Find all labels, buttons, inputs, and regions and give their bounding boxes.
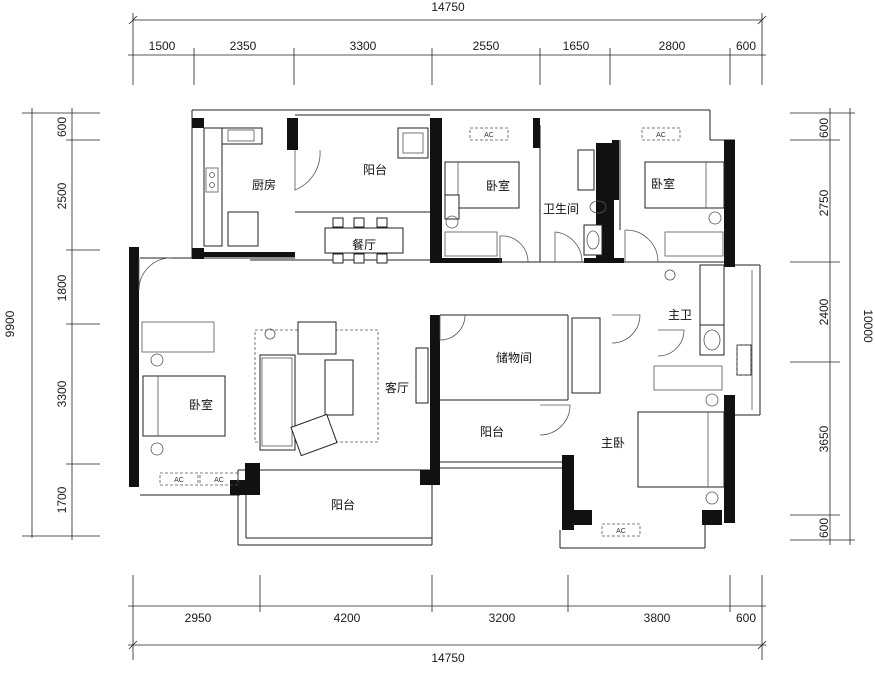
left-segment-2: 2500 <box>55 182 69 209</box>
room-label-bedroom-upper-mid: 卧室 <box>486 178 510 193</box>
sink <box>583 224 603 256</box>
svg-text:AC: AC <box>616 528 626 535</box>
armchair <box>297 321 337 355</box>
bottom-segment-4: 3800 <box>644 611 671 625</box>
left-segment-4: 3300 <box>55 380 69 407</box>
right-segment-5: 600 <box>817 518 831 538</box>
top-total-label: 14750 <box>431 0 465 14</box>
top-segment-5: 1650 <box>563 39 590 53</box>
top-segment-7: 600 <box>736 39 756 53</box>
left-dimensions: 9900 600 2500 1800 3300 1700 <box>3 108 100 540</box>
washing-machine <box>397 127 429 159</box>
top-segment-2: 2350 <box>230 39 257 53</box>
top-segment-3: 3300 <box>350 39 377 53</box>
top-segment-1: 1500 <box>149 39 176 53</box>
toilet <box>577 149 595 191</box>
dining-table <box>324 227 404 254</box>
wardrobe <box>571 317 601 394</box>
coffee-table <box>324 359 354 416</box>
room-label-balcony-bottom: 阳台 <box>331 497 355 512</box>
walls <box>129 118 735 530</box>
top-segment-6: 2800 <box>659 39 686 53</box>
right-segment-3: 2400 <box>817 298 831 325</box>
right-segment-4: 3650 <box>817 425 831 452</box>
room-label-dining: 餐厅 <box>352 237 376 252</box>
room-labels: 厨房 阳台 餐厅 卧室 卫生间 卧室 主卫 卧室 客厅 储物间 阳台 主卧 阳台 <box>189 162 692 512</box>
tv-cabinet <box>415 347 429 404</box>
furniture <box>141 127 752 505</box>
armchair <box>290 413 338 457</box>
bottom-segment-1: 2950 <box>185 611 212 625</box>
left-segment-3: 1800 <box>55 274 69 301</box>
doors <box>138 149 685 436</box>
right-total-label: 10000 <box>861 309 875 343</box>
right-segment-1: 600 <box>817 118 831 138</box>
bottom-dimensions: 2950 4200 3200 3800 600 14750 <box>128 575 767 665</box>
svg-text:AC: AC <box>214 477 224 484</box>
ac-unit <box>736 344 752 376</box>
room-label-balcony-top: 阳台 <box>363 162 387 177</box>
bed <box>637 411 725 488</box>
room-label-bathroom: 卫生间 <box>543 202 579 216</box>
room-label-bedroom-left: 卧室 <box>189 397 213 412</box>
shower <box>699 264 725 326</box>
left-segment-5: 1700 <box>55 486 69 513</box>
bottom-segment-2: 4200 <box>334 611 361 625</box>
room-label-kitchen: 厨房 <box>252 177 276 192</box>
bottom-segment-3: 3200 <box>489 611 516 625</box>
bed <box>644 161 725 209</box>
ac-units: AC AC AC AC AC <box>159 127 752 537</box>
room-label-bedroom-upper-right: 卧室 <box>651 176 675 191</box>
left-segment-1: 600 <box>55 117 69 137</box>
right-dimensions: 600 2750 2400 3650 600 10000 <box>790 108 875 545</box>
room-label-living: 客厅 <box>385 380 409 395</box>
top-dimensions: 14750 1500 2350 3300 2550 1650 2800 600 <box>128 0 767 85</box>
room-label-master-bedroom: 主卧 <box>601 436 625 450</box>
room-label-storage: 储物间 <box>496 350 532 365</box>
left-total-label: 9900 <box>3 310 17 337</box>
bottom-total-label: 14750 <box>431 651 465 665</box>
top-segment-4: 2550 <box>473 39 500 53</box>
bed <box>142 375 226 437</box>
room-label-balcony-mid: 阳台 <box>480 424 504 439</box>
bottom-segment-5: 600 <box>736 611 756 625</box>
svg-text:AC: AC <box>656 132 666 139</box>
room-label-master-bath: 主卫 <box>668 308 692 322</box>
sofa <box>259 354 296 451</box>
svg-text:AC: AC <box>174 477 184 484</box>
svg-text:AC: AC <box>484 132 494 139</box>
right-segment-2: 2750 <box>817 189 831 216</box>
